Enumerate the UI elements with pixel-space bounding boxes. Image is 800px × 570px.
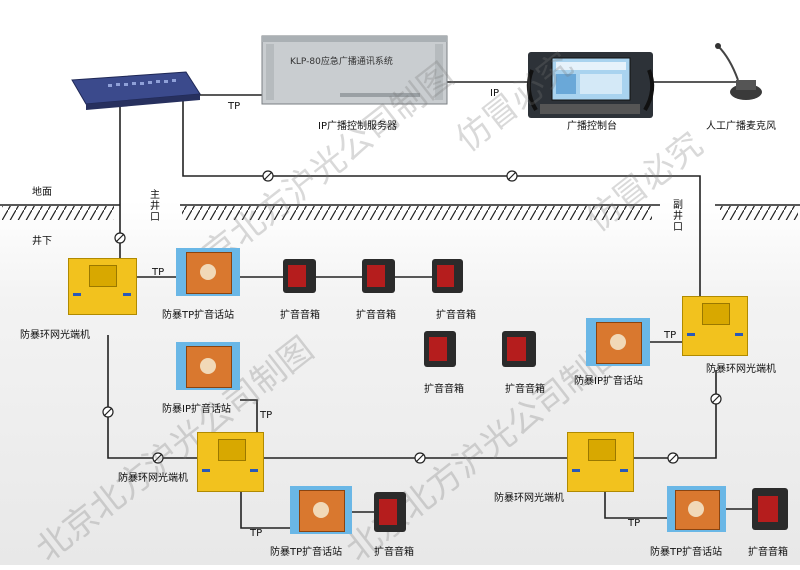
main-shaft-label: 主井口 [150,190,160,223]
ring-terminal-icon [197,432,264,492]
speaker-label: 扩音音箱 [374,547,414,558]
tp-station-label: 防暴TP扩音话站 [650,547,723,558]
underground-label: 井下 [32,236,52,247]
fiber-t3-t4 [632,370,717,459]
speaker-icon [502,331,536,367]
speaker-label: 扩音音箱 [424,384,464,395]
speaker-label: 扩音音箱 [280,310,320,321]
ring-terminal-label: 防暴环网光端机 [20,330,90,341]
link-label-ip: IP [490,88,499,99]
link-label-tp: TP [260,410,273,421]
ip-station-icon [176,342,240,390]
fiber-markers [102,170,722,464]
speaker-label: 扩音音箱 [505,384,545,395]
server-label: IP广播控制服务器 [318,121,397,132]
tp-station-label: 防暴TP扩音话站 [162,310,235,321]
ring-terminal-icon [567,432,634,492]
aux-shaft-label: 副井口 [673,200,683,233]
speaker-icon [752,488,788,530]
speaker-label: 扩音音箱 [748,547,788,558]
network-switch-icon [71,71,201,110]
speaker-label: 扩音音箱 [436,310,476,321]
server-screen-text: KLP-80应急广播通讯系统 [290,57,393,67]
broadcast-console-icon [526,52,655,118]
speaker-icon [424,331,456,367]
fiber-surface-terminal4 [182,100,701,296]
speaker-icon [283,259,316,293]
speaker-label: 扩音音箱 [356,310,396,321]
tp-station-icon [176,248,240,296]
tp-station-icon [667,486,726,532]
ip-station-label: 防暴IP扩音话站 [162,404,231,415]
speaker-icon [432,259,463,293]
ring-terminal-icon [68,258,137,315]
link-label-tp: TP [664,330,677,341]
speaker-icon [362,259,395,293]
tp-station-label: 防暴TP扩音话站 [270,547,343,558]
ground-surface [0,204,800,220]
ring-terminal-label: 防暴环网光端机 [494,493,564,504]
mic-label: 人工广播麦克风 [706,121,776,132]
speaker-icon [374,492,406,532]
ip-station-label: 防暴IP扩音话站 [574,376,643,387]
ring-terminal-icon [682,296,748,356]
fiber-t1-t2 [107,335,197,459]
surface-label: 地面 [32,187,52,198]
ring-terminal-label: 防暴环网光端机 [706,364,776,375]
ip-broadcast-server-icon [261,35,448,105]
ip-station-icon [586,318,650,366]
link-label-tp: TP [628,518,641,529]
link-label-tp: TP [250,528,263,539]
console-label: 广播控制台 [567,121,617,132]
microphone-icon [715,43,762,100]
link-label-tp: TP [152,267,165,278]
link-label-tp: TP [228,101,241,112]
tp-station-icon [290,486,352,534]
ring-terminal-label: 防暴环网光端机 [118,473,188,484]
